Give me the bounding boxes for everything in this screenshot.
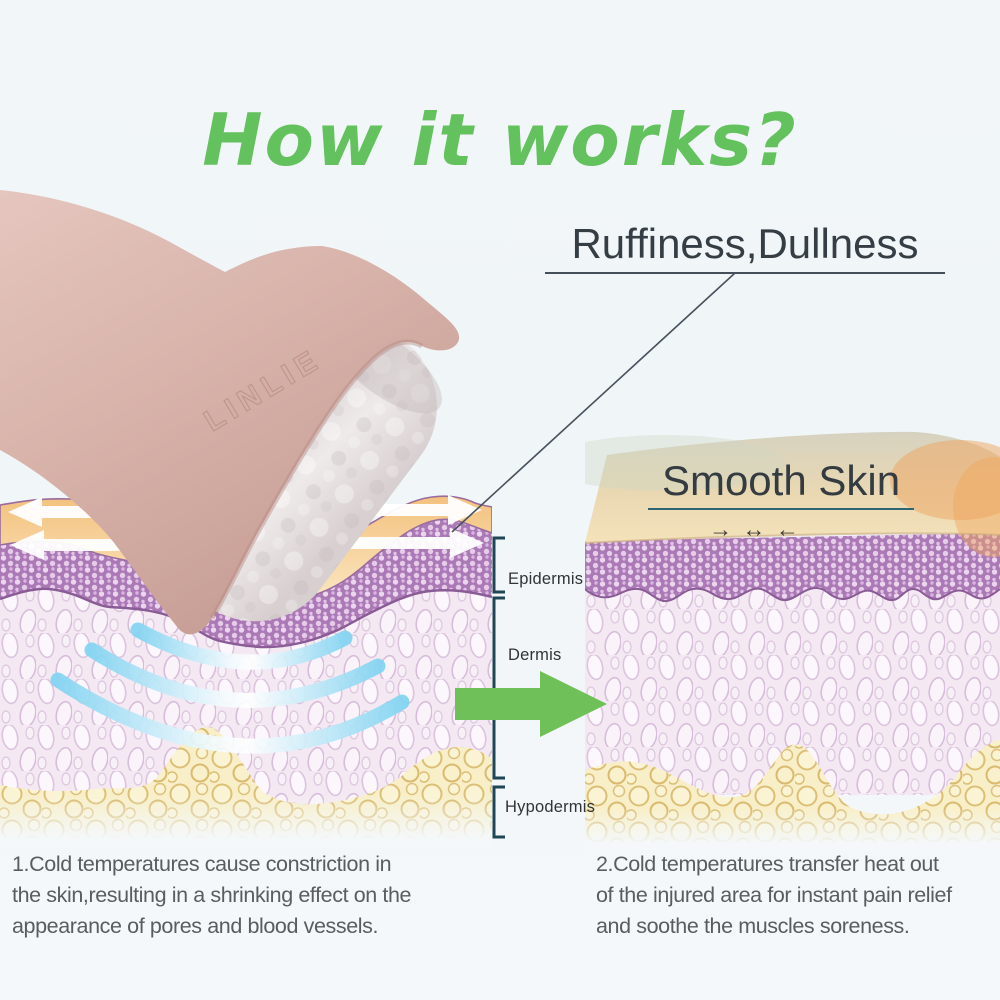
ice-roller: LINLIE <box>0 190 460 635</box>
dermis-label: Dermis <box>508 646 562 664</box>
rough-skin-diagram <box>0 495 492 847</box>
roller-handle <box>0 190 460 635</box>
epidermis-label: Epidermis <box>508 570 584 588</box>
epidermis-bottom-line-right <box>585 587 1000 603</box>
stretch-arrows-icon <box>8 495 484 560</box>
handle-inner-shadow <box>209 339 424 620</box>
hypodermis-bracket <box>492 785 505 839</box>
cold-waves-icon <box>50 622 410 754</box>
bottom-fade-left <box>0 795 492 847</box>
rough-skin-callout-label: Ruffiness,Dullness <box>545 222 945 274</box>
hypodermis-label: Hypodermis <box>505 798 596 816</box>
smooth-skin-label: Smooth Skin <box>648 458 914 510</box>
epidermis-bracket <box>492 536 505 594</box>
bottom-fade-right <box>585 808 1000 850</box>
transform-arrow-icon <box>455 671 607 737</box>
epidermis-bottom-line-left <box>0 587 492 649</box>
epidermis-layer-right <box>585 533 1000 602</box>
compression-arrows-icon: → ↔ ← <box>709 516 801 542</box>
caption-cold-constriction: 1.Cold temperatures cause constriction i… <box>12 852 412 938</box>
caption-heat-transfer: 2.Cold temperatures transfer heat out of… <box>596 852 952 938</box>
page-title: How it works? <box>202 98 798 182</box>
epidermis-layer-left <box>0 519 492 648</box>
